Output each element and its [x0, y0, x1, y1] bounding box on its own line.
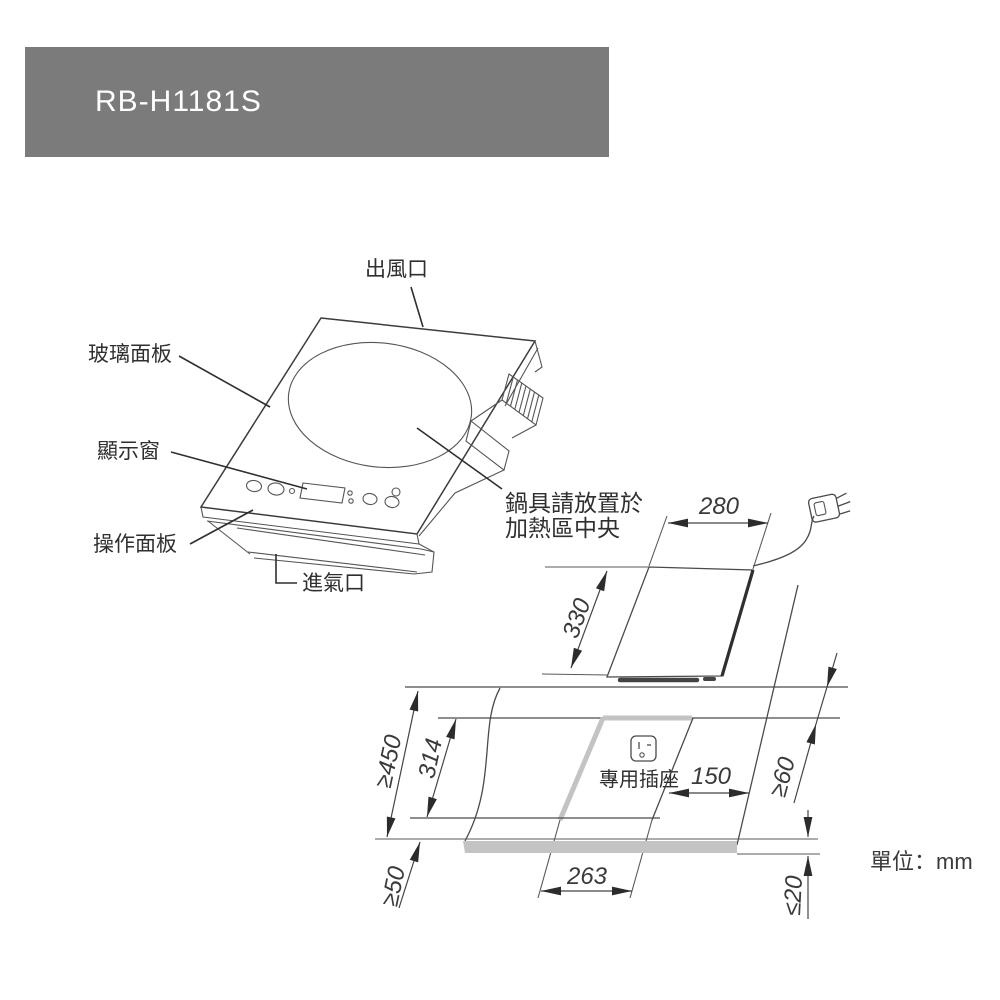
label-pot-note-line1: 鍋具請放置於	[505, 490, 643, 516]
counter-right-edge	[736, 584, 799, 846]
control-button	[384, 495, 400, 509]
control-button	[267, 482, 285, 496]
label-display-window: 顯示窗	[97, 440, 160, 463]
leader-air-inlet	[275, 554, 297, 584]
indicator-dot	[347, 490, 353, 496]
dim-line-314	[426, 718, 457, 818]
body-front	[200, 506, 435, 575]
leader-display-window	[170, 451, 308, 490]
power-plug-icon	[807, 492, 851, 523]
cooktop-side-view	[606, 566, 755, 683]
cutout-right-edge	[651, 717, 694, 821]
countertop	[375, 584, 848, 899]
dim-front-clearance-min: ≥50	[376, 864, 411, 909]
cutout-left-edge	[557, 717, 606, 821]
glass-top	[199, 317, 537, 535]
dim-top-width: 280	[698, 493, 740, 520]
dim-top-depth: 330	[557, 594, 596, 641]
dim-counter-thickness-max: ≤20	[779, 874, 808, 916]
leader-air-outlet	[410, 286, 424, 328]
heating-zone-ellipse	[287, 341, 473, 469]
dim-line-50	[398, 841, 421, 909]
display-window-rect	[299, 482, 346, 504]
indicator-dot	[288, 487, 296, 495]
control-button	[245, 479, 263, 493]
installation-diagram: 專用插座	[370, 492, 973, 919]
leader-pot-note	[416, 427, 503, 490]
model-title: RB-H1181S	[95, 85, 262, 118]
dim-cutout-width: 263	[566, 863, 608, 890]
unit-label: 單位：mm	[870, 849, 973, 874]
label-pot-note-line2: 加熱區中央	[505, 515, 620, 541]
control-button	[362, 492, 378, 506]
dim-line-60	[826, 652, 838, 688]
extension-lines	[541, 512, 772, 676]
leader-control-panel	[189, 509, 254, 545]
side-face	[418, 340, 544, 537]
control-panel-strip	[245, 479, 401, 509]
dim-counter-depth-min: ≥450	[370, 732, 408, 790]
dim-cutout-depth: 314	[413, 736, 448, 781]
dimension-lines	[386, 518, 838, 919]
dim-socket-distance: 150	[691, 763, 732, 790]
dim-rear-clearance-min: ≥60	[765, 754, 802, 800]
label-control-panel: 操作面板	[93, 533, 177, 556]
product-illustration: 出風口 玻璃面板 顯示窗 操作面板 進氣口 鍋具請放置於 加熱區中央	[88, 258, 643, 595]
indicator-dot	[348, 498, 354, 504]
control-button	[391, 487, 401, 497]
leader-glass-panel	[178, 355, 271, 408]
socket-icon	[630, 735, 657, 762]
counter-break-line	[464, 687, 501, 842]
power-cord	[752, 515, 815, 567]
label-glass-panel: 玻璃面板	[88, 343, 172, 366]
side-bracket	[465, 420, 510, 471]
label-air-inlet: 進氣口	[302, 572, 365, 595]
header-bar: RB-H1181S	[25, 47, 609, 157]
label-air-outlet: 出風口	[365, 258, 428, 281]
dim-line-330	[570, 570, 608, 669]
counter-front-face	[463, 841, 737, 853]
dim-line-450	[386, 690, 419, 838]
socket-label: 專用插座	[599, 768, 679, 791]
